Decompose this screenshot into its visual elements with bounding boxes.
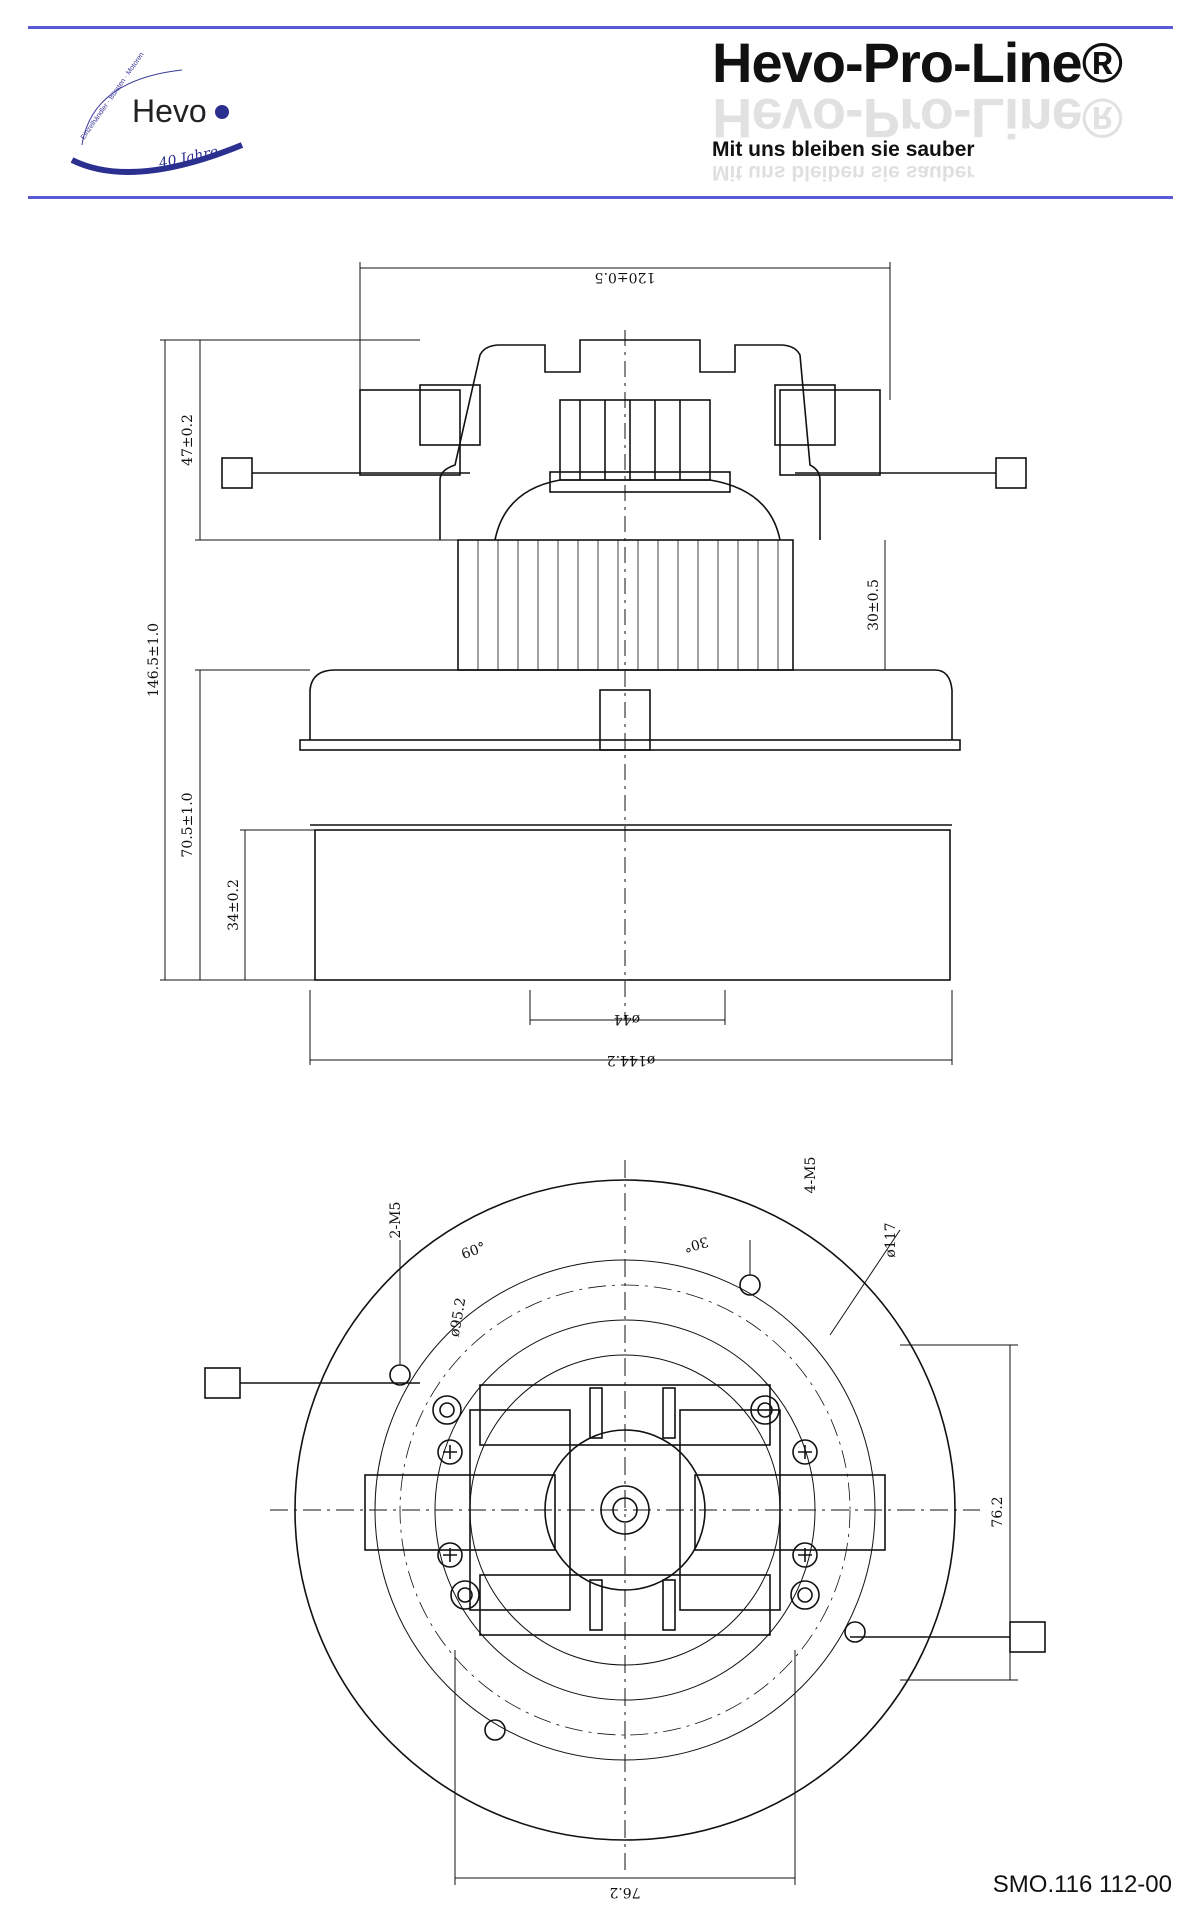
dim-stack-height: 30±0.5 — [866, 579, 882, 631]
header-rule-bottom — [28, 196, 1173, 199]
dim-fan-diameter: ø144.2 — [607, 1052, 656, 1068]
drawing-reference: SMO.116 112-00 — [992, 1871, 1172, 1898]
brand-title: Hevo-Pro-Line® — [712, 31, 1123, 94]
hevo-logo: Hevo Einzelhändler · Bürsten · Motoren 4… — [70, 51, 244, 175]
header-rule-top — [28, 26, 1173, 29]
dim-horizontal-76: 76.2 — [609, 1884, 640, 1900]
top-view — [204, 1160, 1046, 1885]
logo-name: Hevo — [132, 93, 207, 129]
label-4-m5: 4-M5 — [803, 1157, 819, 1194]
dim-d117: ø117 — [883, 1222, 899, 1257]
angle-60: 60° — [459, 1239, 488, 1263]
side-view — [160, 262, 1027, 1065]
brand-slogan: Mit uns bleiben sie sauber — [712, 138, 975, 161]
dim-top-width: 120±0.5 — [595, 269, 656, 285]
dim-lower-height: 34±0.2 — [226, 879, 242, 931]
logo-swoosh-icon — [70, 142, 244, 175]
angle-30: 30° — [682, 1233, 710, 1255]
dim-fan-height: 70.5±1.0 — [180, 792, 196, 857]
logo-dot-icon — [215, 105, 229, 119]
dim-vertical-76: 76.2 — [990, 1496, 1006, 1527]
dim-d95: ø95.2 — [447, 1296, 470, 1338]
label-2-m5: 2-M5 — [388, 1202, 404, 1239]
dim-head-height: 47±0.2 — [180, 414, 196, 466]
dim-total-height: 146.5±1.0 — [146, 623, 162, 697]
dim-inlet-diameter: ø44 — [614, 1011, 640, 1027]
